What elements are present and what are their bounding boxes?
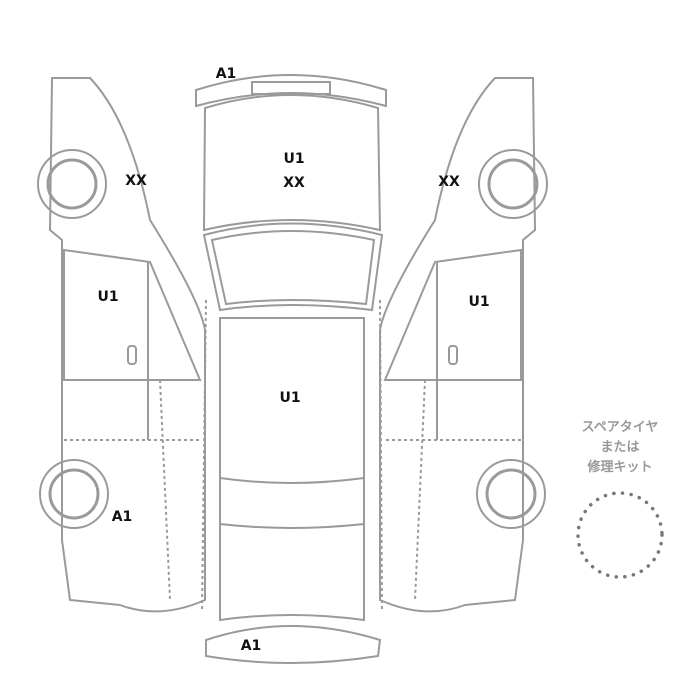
left-rear-wheel <box>39 459 109 529</box>
rear-bumper-shape <box>205 625 382 664</box>
label-left-front-fender: XX <box>125 173 147 189</box>
right-body-shape <box>379 77 537 613</box>
spare-tire-label: スペアタイヤ または 修理キット <box>582 418 659 478</box>
car-left-view <box>37 77 206 613</box>
label-hood: U1 <box>283 151 305 167</box>
right-front-wheel-inner <box>487 158 539 210</box>
left-door-handle <box>127 345 137 365</box>
side-mirror-dashed <box>201 299 383 611</box>
label-roof: U1 <box>279 390 301 406</box>
rear-window-line <box>219 477 365 484</box>
roof-shape <box>219 317 365 622</box>
windshield-inner <box>210 230 376 306</box>
left-front-door-shape <box>63 248 202 381</box>
car-right-view <box>379 77 548 613</box>
hood-shape <box>202 94 382 232</box>
spare-tire-line1: スペアタイヤ <box>581 420 659 435</box>
rear-window-line-2 <box>219 523 365 529</box>
label-left-rear-quarter: A1 <box>111 509 133 525</box>
left-body-shape <box>48 77 206 613</box>
left-rear-dashed <box>64 379 200 601</box>
label-rear-bumper: A1 <box>240 638 262 654</box>
right-door-handle <box>448 345 458 365</box>
label-right-front-fender: XX <box>438 174 460 190</box>
spare-tire-line2: または <box>600 440 640 455</box>
right-rear-wheel <box>476 459 546 529</box>
label-right-front-door: U1 <box>468 294 490 310</box>
spare-tire-dotted-circle <box>576 491 664 579</box>
left-rear-wheel-inner <box>48 468 100 520</box>
right-rear-dashed <box>385 379 521 601</box>
front-bumper-shape <box>195 74 387 108</box>
label-hood-2: XX <box>283 175 305 191</box>
windshield-shape <box>202 222 384 312</box>
right-front-door-shape <box>383 248 522 381</box>
left-front-wheel <box>37 149 107 219</box>
right-front-wheel <box>478 149 548 219</box>
label-front-bumper: A1 <box>215 66 237 82</box>
right-rear-wheel-inner <box>485 468 537 520</box>
car-top-view <box>195 74 387 664</box>
label-left-front-door: U1 <box>97 289 119 305</box>
spare-tire-line3: 修理キット <box>587 460 653 475</box>
left-front-wheel-inner <box>46 158 98 210</box>
